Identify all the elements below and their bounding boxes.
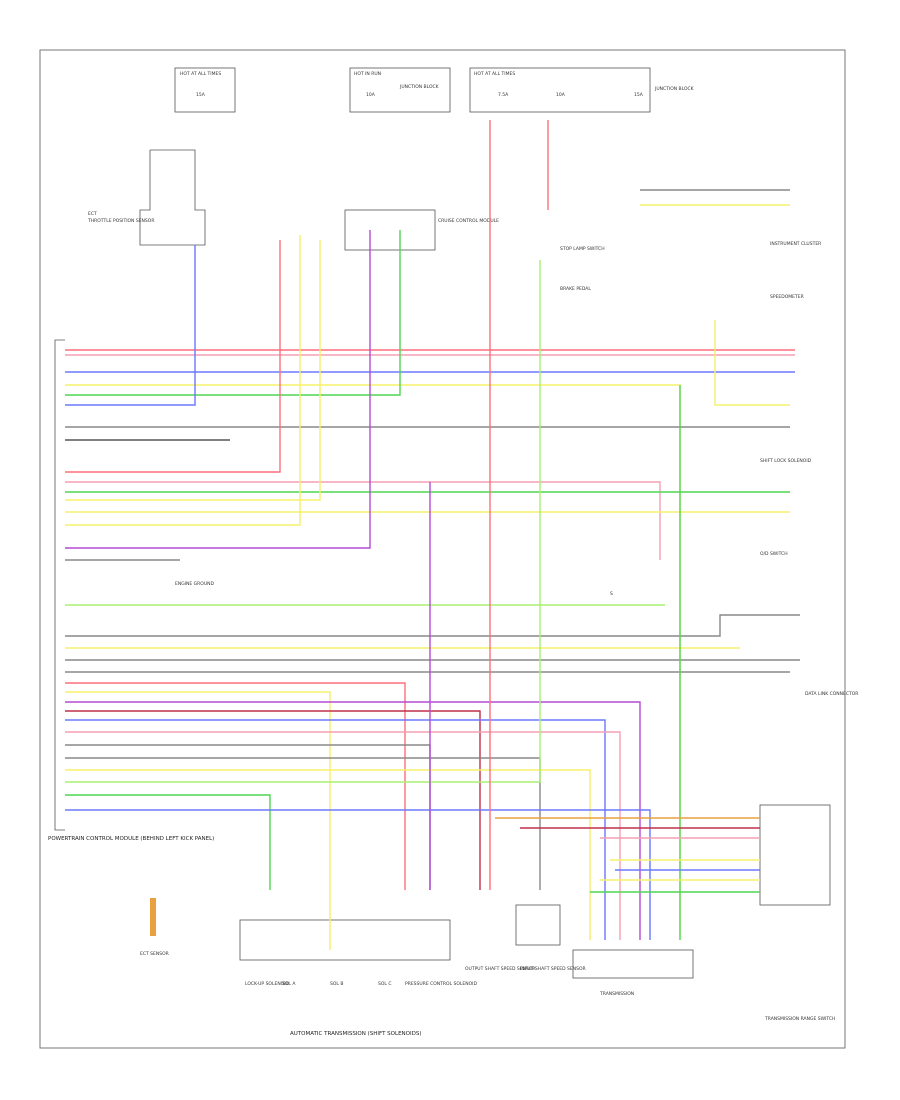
wire-4 [65,230,401,396]
wire-32 [65,809,651,940]
svg-text:THROTTLE POSITION SENSOR: THROTTLE POSITION SENSOR [87,218,154,224]
svg-text:BRAKE PEDAL: BRAKE PEDAL [560,286,591,292]
diagram-frame [39,49,846,1049]
svg-text:STOP LAMP SWITCH: STOP LAMP SWITCH [560,246,605,252]
wire-46 [714,320,790,406]
svg-text:SOL B: SOL B [330,981,343,987]
speedometer-label: SPEEDOMETER [770,294,804,300]
relay-box-left: ECT THROTTLE POSITION SENSOR [87,149,206,246]
wire-27 [65,744,431,890]
svg-text:HOT AT ALL TIMES: HOT AT ALL TIMES [180,71,221,77]
svg-text:10A: 10A [366,92,376,98]
wire-14 [65,230,371,549]
fuse-box-2: HOT IN RUN 10A JUNCTION BLOCK [349,67,451,113]
fuse-box-1: HOT AT ALL TIMES 15A [174,67,236,113]
svg-text:OUTPUT SHAFT SPEED SENSOR: OUTPUT SHAFT SPEED SENSOR [465,966,536,972]
wire-25 [65,719,606,940]
wire-11 [65,240,321,501]
solenoid-group: LOCK-UP SOLENOID SOL A SOL B SOL C PRESS… [239,919,477,1037]
svg-text:ECT SENSOR: ECT SENSOR [140,951,169,957]
wire-22 [65,691,331,950]
svg-text:15A: 15A [634,92,644,98]
svg-text:TRANSMISSION RANGE SWITCH: TRANSMISSION RANGE SWITCH [764,1016,835,1022]
svg-text:7.5A: 7.5A [498,92,509,98]
svg-text:INPUT SHAFT SPEED SENSOR: INPUT SHAFT SPEED SENSOR [520,966,586,972]
wire-28 [65,757,541,890]
svg-text:HOT IN RUN: HOT IN RUN [354,71,381,77]
wire-31 [65,794,271,890]
wire-29 [65,769,591,940]
svg-text:SOL A: SOL A [282,981,296,987]
svg-text:LOCK-UP SOLENOID: LOCK-UP SOLENOID [245,981,290,987]
splice-label: S [610,591,613,597]
wire-24 [65,710,481,890]
svg-text:CRUISE CONTROL MODULE: CRUISE CONTROL MODULE [438,218,499,224]
instrument-cluster-label: INSTRUMENT CLUSTER [770,241,821,247]
wire-13 [65,235,301,526]
svg-text:15A: 15A [196,92,206,98]
wires [65,120,800,950]
speed-sensors: OUTPUT SHAFT SPEED SENSOR INPUT SHAFT SP… [465,904,586,972]
ground-label: ENGINE GROUND [175,581,214,587]
shift-lock-label: SHIFT LOCK SOLENOID [760,458,812,464]
fuse-box-3: HOT AT ALL TIMES 7.5A 10A 15A JUNCTION B… [469,67,695,113]
svg-text:10A: 10A [556,92,566,98]
wire-5 [65,245,196,406]
svg-text:ECT: ECT [88,211,97,217]
wire-17 [65,614,800,637]
wire-8 [65,240,281,473]
wire-30 [65,260,541,783]
ecm-block: POWERTRAIN CONTROL MODULE (BEHIND LEFT K… [48,339,214,842]
svg-text:HOT AT ALL TIMES: HOT AT ALL TIMES [474,71,515,77]
data-link-label: DATA LINK CONNECTOR [805,691,858,697]
sensor-box-center: CRUISE CONTROL MODULE [344,209,499,251]
stop-lamp-switch: STOP LAMP SWITCH BRAKE PEDAL [560,246,605,292]
wire-9 [65,481,661,560]
svg-text:TRANSMISSION: TRANSMISSION [599,991,634,997]
svg-text:PRESSURE CONTROL SOLENOID: PRESSURE CONTROL SOLENOID [405,981,477,987]
trans-range-switch: TRANSMISSION RANGE SWITCH [759,804,835,1022]
transmission-connector: TRANSMISSION [572,949,694,997]
wire-21 [65,682,406,890]
svg-text:SOL C: SOL C [378,981,391,987]
svg-text:JUNCTION BLOCK: JUNCTION BLOCK [399,84,440,90]
svg-text:POWERTRAIN CONTROL MODULE (BEH: POWERTRAIN CONTROL MODULE (BEHIND LEFT K… [48,836,214,842]
svg-text:JUNCTION BLOCK: JUNCTION BLOCK [654,86,695,92]
od-switch-label: O/D SWITCH [760,551,788,557]
svg-text:AUTOMATIC TRANSMISSION (SHIFT: AUTOMATIC TRANSMISSION (SHIFT SOLENOIDS) [290,1031,421,1037]
lockup-sensor: ECT SENSOR [140,898,169,957]
